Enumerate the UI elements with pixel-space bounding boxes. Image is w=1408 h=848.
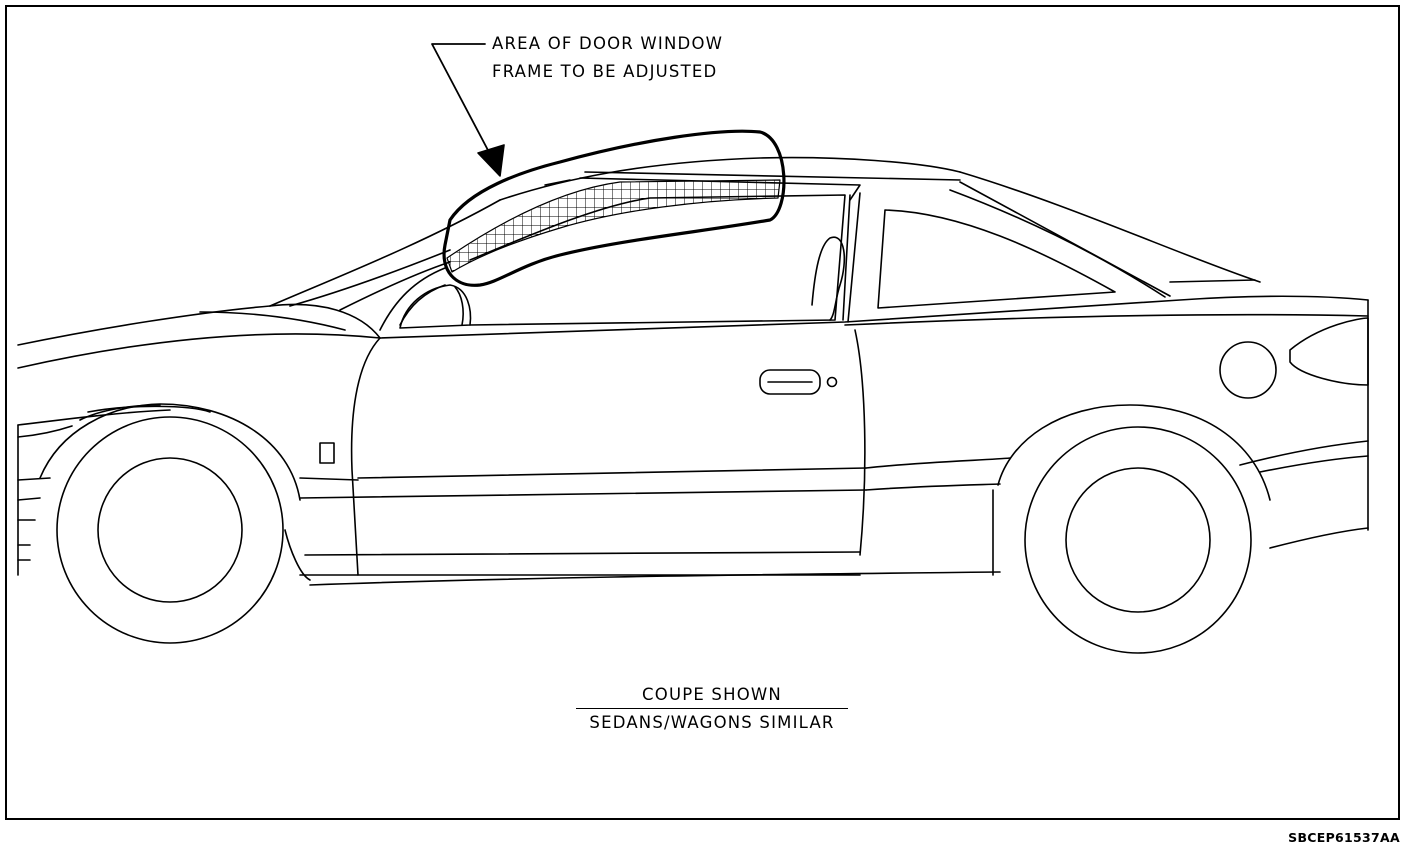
front-wheel (39, 403, 311, 644)
caption-line-2: SEDANS/WAGONS SIMILAR (589, 713, 835, 732)
figure-id: SBCEP61537AA (1288, 830, 1400, 845)
caption-line-1: COUPE SHOWN (576, 681, 848, 709)
diagram-caption: COUPE SHOWN SEDANS/WAGONS SIMILAR (576, 681, 848, 736)
callout-leader-arrow (431, 43, 505, 177)
callout-label: AREA OF DOOR WINDOW FRAME TO BE ADJUSTED (492, 30, 723, 86)
callout-line-1: AREA OF DOOR WINDOW (492, 34, 724, 53)
door-window-frame-highlight (442, 129, 786, 287)
diagram-border (5, 5, 1400, 820)
rear-wheel (992, 404, 1271, 654)
callout-line-2: FRAME TO BE ADJUSTED (492, 62, 718, 81)
car-body (17, 156, 1369, 586)
